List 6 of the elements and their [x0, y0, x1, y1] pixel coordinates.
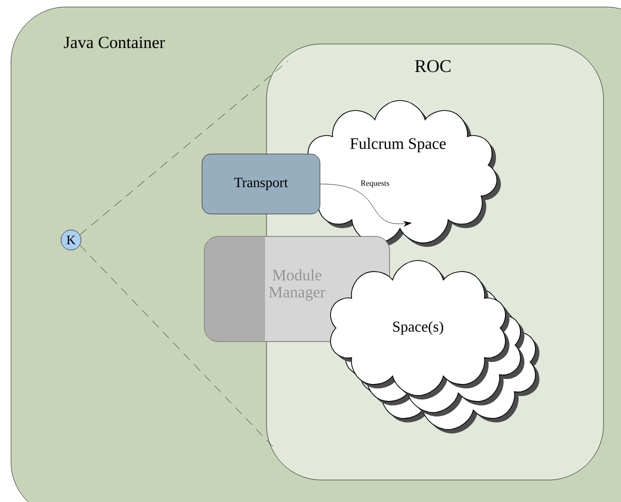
process-box: Transport	[202, 154, 320, 214]
curved-arrow	[320, 184, 412, 227]
cloud-stack: Space(s)	[330, 260, 540, 434]
dashed-line	[80, 60, 288, 236]
edge-label: Requests	[360, 180, 390, 188]
circle-node: K	[60, 230, 82, 250]
